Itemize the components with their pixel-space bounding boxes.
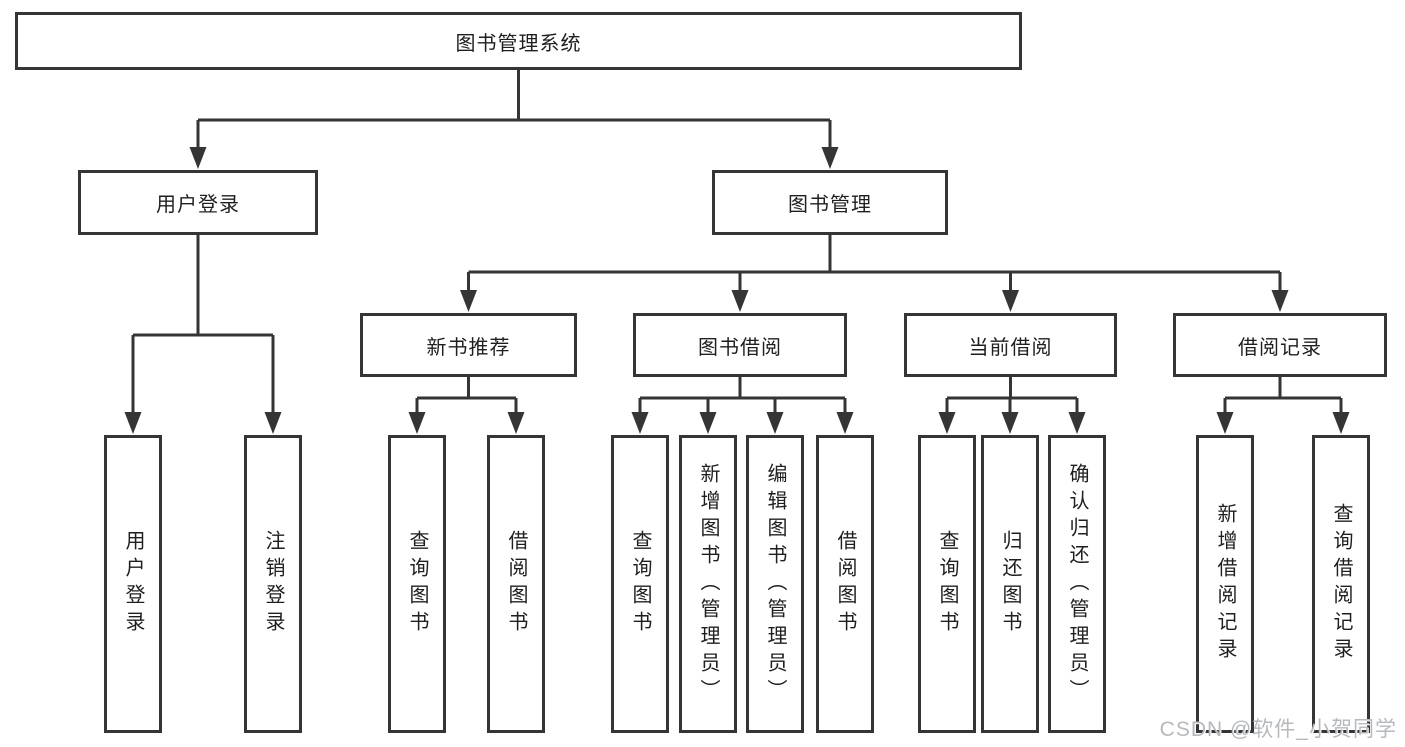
- leaf-add-book-admin: 新增图书（管理员）: [679, 435, 737, 733]
- node-book-management-label: 图书管理: [788, 194, 872, 216]
- connector-borrow-records-group: [1223, 377, 1343, 418]
- leaf-query-books-recommend-label: 查询图书: [406, 530, 428, 638]
- leaf-borrow-books: 借阅图书: [816, 435, 874, 733]
- node-current-borrow-label: 当前借阅: [968, 336, 1053, 359]
- leaf-confirm-return-admin: 确认归还（管理员）: [1048, 435, 1106, 733]
- node-borrow-records-label: 借阅记录: [1238, 336, 1322, 359]
- connector-root-to-level2: [196, 70, 832, 152]
- node-book-borrow-label: 图书借阅: [698, 336, 782, 359]
- leaf-user-login: 用户登录: [104, 435, 162, 733]
- leaf-add-book-admin-label: 新增图书（管理员）: [697, 462, 719, 706]
- node-book-management: 图书管理: [712, 170, 948, 235]
- connector-new-book-group: [415, 377, 518, 418]
- leaf-add-borrow-record: 新增借阅记录: [1196, 435, 1254, 733]
- node-book-borrow: 图书借阅: [633, 313, 847, 377]
- leaf-query-books-current-label: 查询图书: [936, 530, 958, 638]
- leaf-edit-book-admin: 编辑图书（管理员）: [746, 435, 804, 733]
- leaf-query-books-current: 查询图书: [918, 435, 976, 733]
- node-current-borrow: 当前借阅: [904, 313, 1117, 377]
- leaf-add-borrow-record-label: 新增借阅记录: [1214, 503, 1236, 665]
- leaf-query-books-borrow-label: 查询图书: [629, 530, 651, 638]
- leaf-user-login-label: 用户登录: [122, 530, 144, 638]
- leaf-query-borrow-record: 查询借阅记录: [1312, 435, 1370, 733]
- leaf-query-books-borrow: 查询图书: [611, 435, 669, 733]
- node-root-system: 图书管理系统: [15, 12, 1022, 70]
- leaf-logout: 注销登录: [244, 435, 302, 733]
- node-borrow-records: 借阅记录: [1173, 313, 1387, 377]
- node-user-login: 用户登录: [78, 170, 318, 235]
- leaf-edit-book-admin-label: 编辑图书（管理员）: [764, 462, 786, 706]
- leaf-borrow-books-recommend: 借阅图书: [487, 435, 545, 733]
- arrowheads-user-login-group: [124, 412, 282, 434]
- node-user-login-label: 用户登录: [156, 194, 240, 216]
- leaf-return-books-label: 归还图书: [999, 530, 1021, 638]
- node-new-book-recommend: 新书推荐: [360, 313, 577, 377]
- node-new-book-recommend-label: 新书推荐: [426, 336, 511, 359]
- leaf-logout-label: 注销登录: [262, 530, 284, 638]
- csdn-watermark: CSDN @软件_小贺同学: [1159, 718, 1397, 741]
- arrowheads-level2: [189, 147, 839, 169]
- leaf-query-books-recommend: 查询图书: [388, 435, 446, 733]
- connector-book-borrow-group: [638, 377, 847, 418]
- node-root-system-label: 图书管理系统: [455, 32, 582, 55]
- connector-current-borrow-group: [945, 377, 1079, 418]
- arrowheads-level3: [460, 290, 1289, 312]
- connector-user-login-group: [131, 235, 275, 418]
- leaf-return-books: 归还图书: [981, 435, 1039, 733]
- leaf-borrow-books-recommend-label: 借阅图书: [505, 530, 527, 638]
- connector-book-management-group: [467, 235, 1282, 296]
- leaf-confirm-return-admin-label: 确认归还（管理员）: [1066, 462, 1088, 706]
- leaf-query-borrow-record-label: 查询借阅记录: [1330, 503, 1352, 665]
- leaf-borrow-books-label: 借阅图书: [834, 530, 856, 638]
- arrowheads-leaves: [408, 412, 1350, 434]
